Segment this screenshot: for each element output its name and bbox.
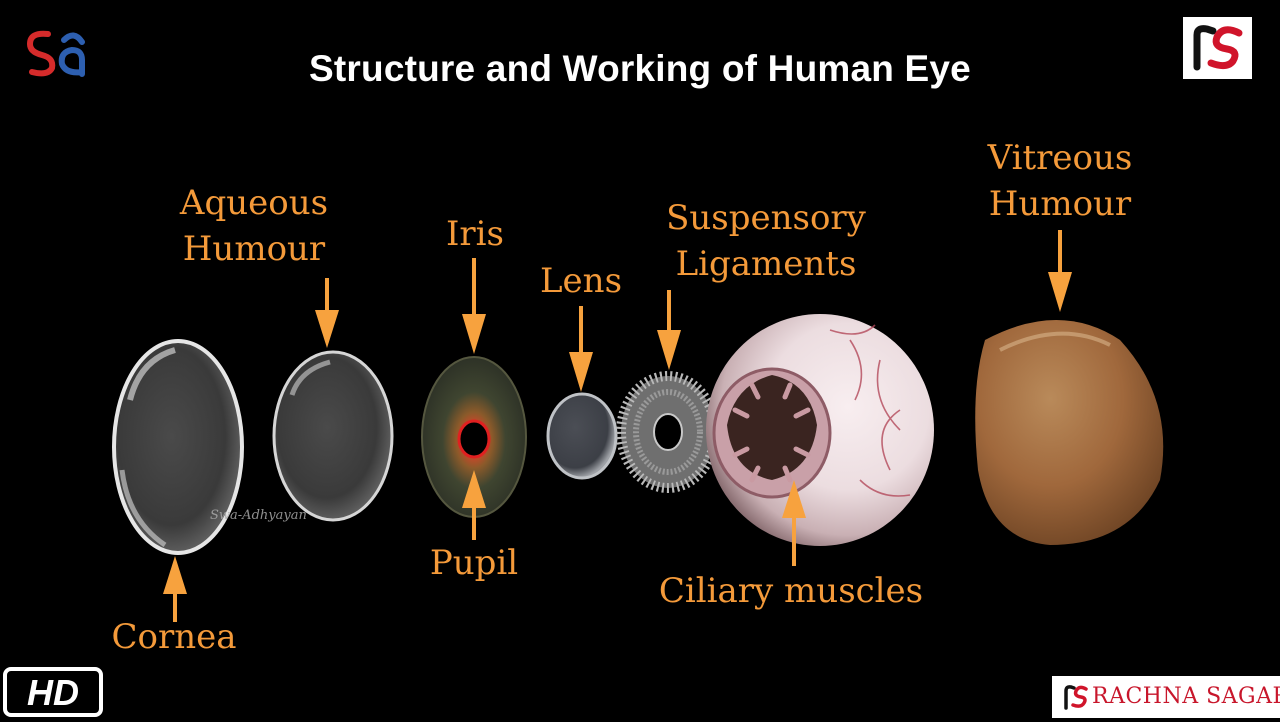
eyeball-shape [706,314,934,546]
iris-shape [421,356,527,518]
label-iris: Iris [445,214,504,254]
label-suspensory-ligaments: Suspensory Ligaments [666,198,866,284]
label-ciliary-muscles: Ciliary muscles [658,571,924,611]
arrow-suspensory-ligaments [657,290,681,370]
cornea-shape [112,339,244,555]
arrow-pupil [462,470,486,540]
brand-name: RACHNA SAGAR [1092,684,1280,709]
arrow-ciliary-muscles [782,480,806,566]
aqueous-humour-shape [272,350,394,522]
watermark: Swa-Adhyayan [210,508,307,523]
lens-shape [546,392,618,480]
vitreous-humour-shape [975,320,1164,545]
swa-adhyayan-logo [24,28,86,84]
hd-badge-text: HD [27,672,79,713]
label-vitreous-humour: Vitreous Humour [987,138,1133,224]
hd-badge: HD [2,666,104,722]
label-lens: Lens [539,261,623,301]
page-title: Structure and Working of Human Eye [309,48,971,89]
suspensory-ligaments-shape [616,371,720,493]
label-aqueous-humour: Aqueous Humour [179,183,329,269]
brand-logo-icon [1064,685,1088,710]
arrow-iris [462,258,486,354]
arrow-cornea [163,556,187,622]
rachna-sagar-logo [1183,17,1252,79]
label-cornea: Cornea [111,617,237,657]
arrow-vitreous-humour [1048,230,1072,312]
brand-footer: RACHNA SAGAR [1052,676,1280,718]
pupil-shape [457,419,491,459]
arrow-lens [569,306,593,392]
arrow-aqueous-humour [315,278,339,348]
label-pupil: Pupil [429,543,519,583]
